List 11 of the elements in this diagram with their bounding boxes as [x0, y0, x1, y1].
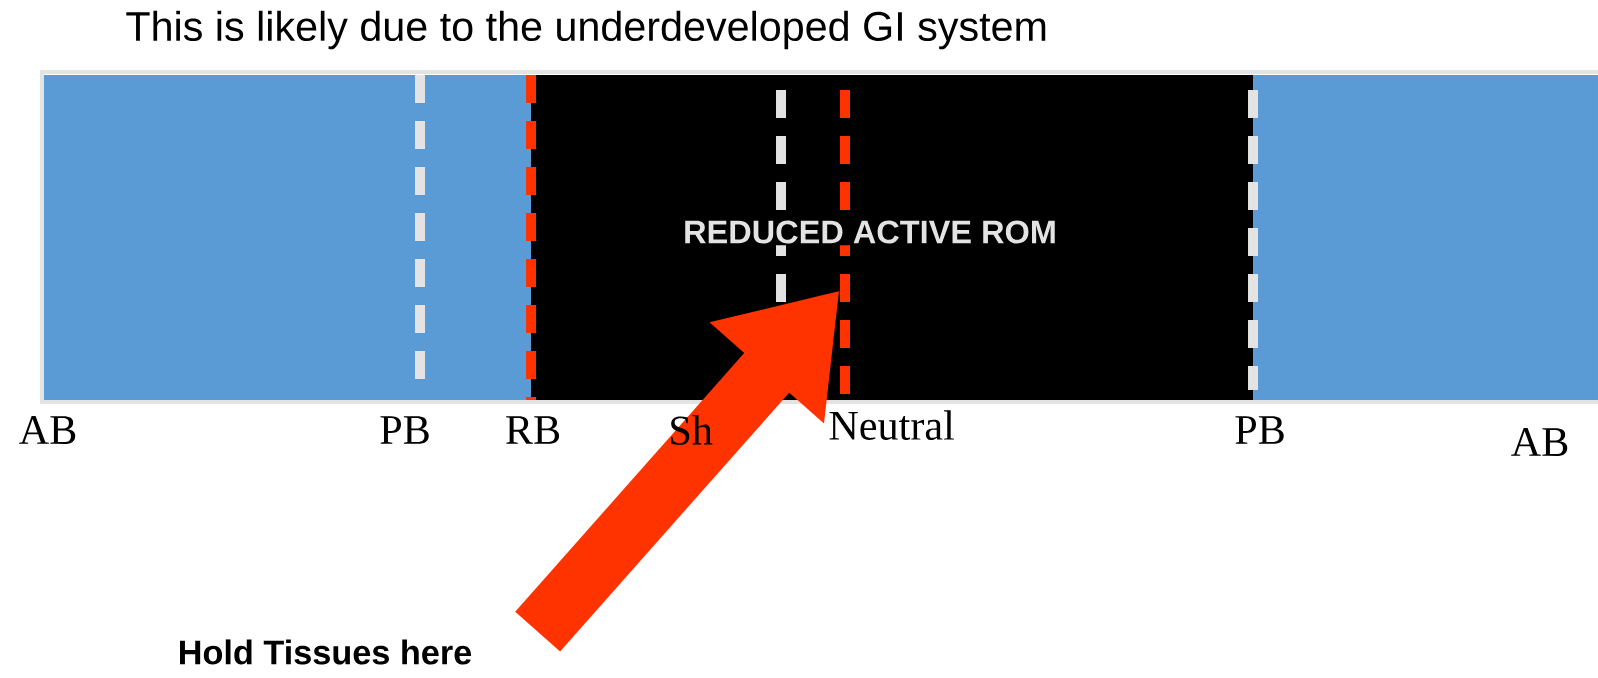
axis-label: PB [1235, 416, 1284, 444]
rom-band [531, 75, 1253, 400]
band-text: REDUCED ACTIVE ROM [681, 218, 1059, 246]
axis-label: RB [506, 416, 560, 444]
note-text: Hold Tissues here [180, 639, 472, 665]
band [44, 75, 531, 400]
band [1253, 75, 1598, 400]
axis-label: AB [19, 416, 76, 444]
axis-label: Sh [671, 415, 713, 445]
title: This is likely due to the underdeveloped GI system [126, 10, 1046, 50]
axis-label: Neutral [829, 410, 954, 441]
